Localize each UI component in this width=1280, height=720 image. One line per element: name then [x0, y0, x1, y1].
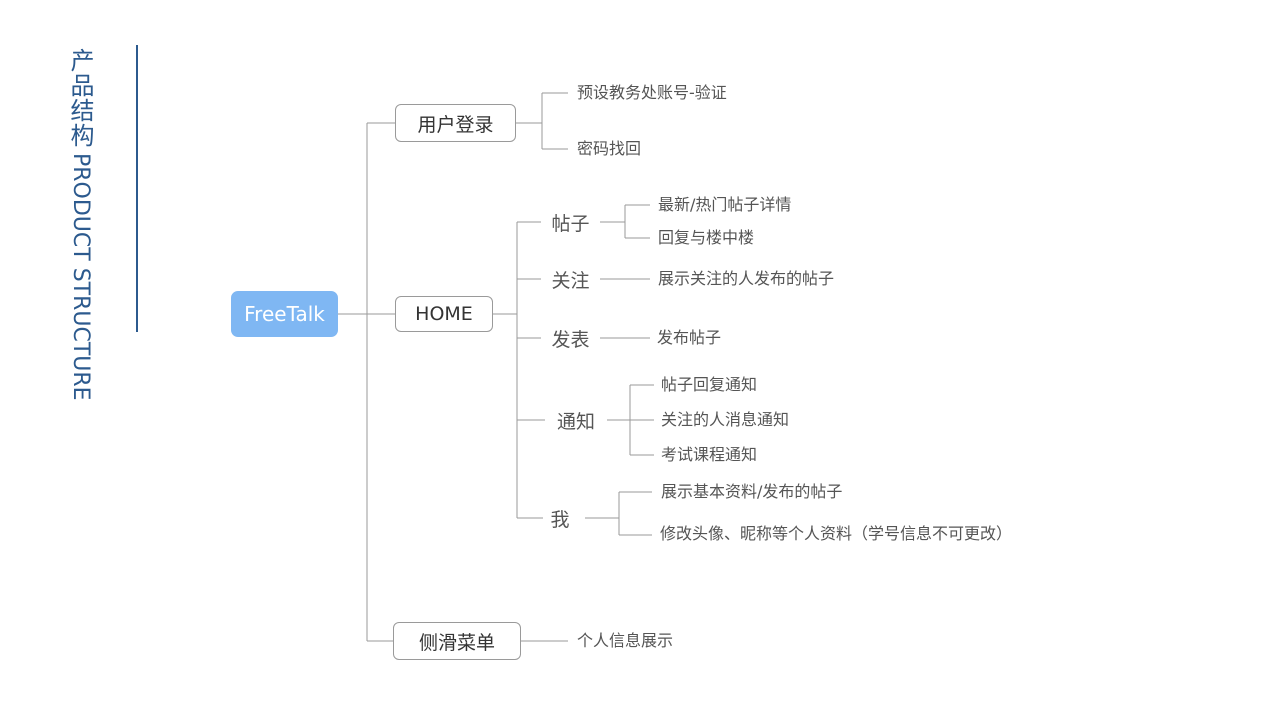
follow-leaf-1: 展示关注的人发布的帖子 [658, 269, 835, 288]
notify-leaf-2: 关注的人消息通知 [661, 410, 790, 429]
section-title: 产品结构 PRODUCT STRUCTURE [66, 48, 94, 401]
posts-leaf-2: 回复与楼中楼 [658, 228, 755, 247]
connector-notify-leaves [607, 384, 654, 456]
publish-label: 发表 [551, 328, 590, 351]
home-label: HOME [415, 303, 473, 325]
login-node: 用户登录 [395, 104, 516, 142]
root-label: FreeTalk [244, 302, 325, 326]
publish-leaf-1: 发布帖子 [657, 328, 722, 347]
sidemenu-label: 侧滑菜单 [418, 631, 495, 654]
section-title-zh: 产品结构 [66, 48, 94, 148]
connector-posts-leaves [600, 204, 650, 239]
title-divider [136, 45, 138, 332]
section-title-en: PRODUCT STRUCTURE [68, 153, 93, 401]
connector-me-leaves [585, 491, 652, 536]
login-leaf-1: 预设教务处账号-验证 [577, 83, 727, 102]
posts-label: 帖子 [551, 212, 590, 235]
me-node: 我 [543, 505, 577, 531]
sidemenu-leaf-1: 个人信息展示 [577, 631, 674, 650]
login-label: 用户登录 [417, 113, 494, 136]
publish-node: 发表 [541, 325, 600, 351]
follow-node: 关注 [541, 266, 600, 292]
me-leaf-2: 修改头像、昵称等个人资料（学号信息不可更改） [660, 524, 1013, 543]
connector-login-leaves [516, 92, 568, 150]
home-node: HOME [395, 296, 493, 332]
me-leaf-1: 展示基本资料/发布的帖子 [661, 482, 843, 501]
root-node: FreeTalk [231, 291, 338, 337]
posts-leaf-1: 最新/热门帖子详情 [658, 195, 792, 214]
notify-leaf-3: 考试课程通知 [661, 445, 758, 464]
notify-node: 通知 [545, 407, 607, 433]
me-label: 我 [550, 508, 570, 531]
notify-label: 通知 [556, 410, 595, 433]
posts-node: 帖子 [541, 209, 600, 235]
notify-leaf-1: 帖子回复通知 [661, 375, 758, 394]
login-leaf-2: 密码找回 [577, 139, 642, 158]
follow-label: 关注 [551, 269, 590, 292]
sidemenu-node: 侧滑菜单 [393, 622, 521, 660]
